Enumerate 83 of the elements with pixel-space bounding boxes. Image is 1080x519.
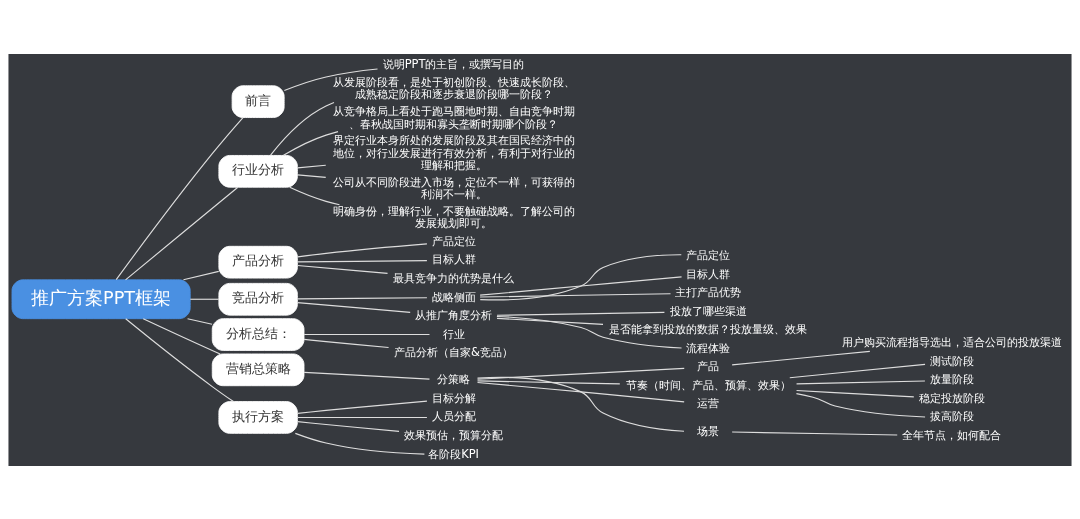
- node-text: 投放了哪些渠道: [669, 303, 747, 318]
- node-box: 执行方案: [218, 400, 298, 434]
- node-box: 前言: [231, 84, 285, 118]
- node-text: 从推广角度分析: [415, 307, 493, 322]
- connector: [189, 298, 220, 300]
- connector: [289, 186, 341, 205]
- connector: [476, 376, 685, 432]
- connector: [283, 67, 379, 91]
- connector: [282, 130, 339, 156]
- connector: [182, 270, 220, 280]
- connector: [731, 350, 871, 365]
- node-text: 测试阶段: [929, 353, 974, 368]
- connector: [296, 259, 428, 262]
- node-text: 效果预估，预算分配: [404, 427, 504, 442]
- node-text: 明确身份，理解行业，不要触碰战略。了解公司的发展规划即可。: [332, 203, 575, 230]
- connector: [294, 432, 425, 455]
- connector: [297, 420, 400, 432]
- connector: [476, 379, 621, 384]
- node-text: 流程体验: [686, 340, 731, 355]
- connector: [476, 381, 685, 402]
- connector: [296, 164, 327, 168]
- node-text: 主打产品优势: [675, 284, 742, 299]
- node-text: 拔高阶段: [929, 408, 974, 423]
- connector: [496, 317, 604, 325]
- connector: [296, 301, 411, 313]
- connector: [479, 275, 683, 296]
- node-box: 推广方案PPT框架: [11, 278, 191, 319]
- connector: [731, 430, 898, 436]
- node-text: 从发展阶段看，是处于初创阶段、快速成长阶段、成熟稳定阶段和逐步衰退阶段哪一阶段？: [332, 74, 575, 101]
- node-text: 产品分析（自家&竞品）: [394, 344, 514, 359]
- node-text: 节奏（时间、产品、预算、效果）: [625, 377, 791, 392]
- connector: [187, 317, 213, 325]
- node-text: 行业: [442, 326, 465, 341]
- node-box: 分析总结：: [211, 317, 305, 351]
- node-text: 说明PPT的主旨，或撰写目的: [382, 56, 525, 71]
- node-box: 营销总策略: [211, 353, 305, 386]
- connector: [297, 400, 428, 414]
- connector: [479, 292, 672, 298]
- node-text: 从竞争格局上看处于跑马圈地时期、自由竞争时期、春秋战国时期和寡头垄断时期哪个阶段？: [332, 103, 575, 131]
- node-text: 产品定位: [431, 233, 476, 248]
- connector: [296, 264, 389, 274]
- node-text: 产品: [697, 358, 720, 373]
- node-box: 产品分析: [218, 245, 298, 279]
- node-text: 产品定位: [686, 247, 731, 262]
- node-text: 目标分解: [431, 390, 476, 405]
- connector: [303, 333, 431, 335]
- connector: [142, 317, 221, 354]
- node-text: 运营: [697, 395, 720, 410]
- node-text: 最具竞争力的优势是什么: [393, 270, 515, 285]
- connector: [270, 101, 335, 156]
- node-text: 目标人群: [431, 251, 476, 266]
- node-text: 用户购买流程指导选出，适合公司的投放渠道: [841, 334, 1062, 349]
- node-text: 场景: [697, 423, 720, 438]
- node-text: 各阶段KPI: [428, 446, 479, 461]
- node-text: 是否能拿到投放的数据？投放量级、效果: [609, 321, 808, 336]
- node-text: 放量阶段: [929, 371, 974, 386]
- node-text: 目标人群: [686, 266, 731, 281]
- connector: [297, 242, 428, 257]
- connector: [496, 315, 683, 349]
- connector: [476, 367, 685, 380]
- connector: [296, 296, 428, 299]
- node-text: 稳定投放阶段: [918, 390, 985, 405]
- node-box: 竞品分析: [218, 282, 298, 316]
- connector: [296, 416, 428, 418]
- node-text: 分策略: [437, 371, 471, 386]
- connector: [115, 116, 244, 280]
- connector: [125, 317, 234, 402]
- connector: [125, 186, 239, 280]
- connector: [479, 253, 682, 300]
- node-text: 界定行业本身所处的发展阶段及其在国民经济中的地位，对行业发展进行有效分析，有利于对行业的理解和把握。: [332, 132, 575, 172]
- connector: [303, 338, 390, 348]
- connector: [303, 371, 431, 380]
- connector: [296, 173, 327, 178]
- connector: [796, 389, 915, 397]
- node-text: 战略侧面: [431, 288, 476, 303]
- node-text: 人员分配: [431, 408, 476, 423]
- connector: [789, 363, 926, 378]
- connector: [795, 392, 926, 418]
- connector: [796, 379, 926, 384]
- node-box: 行业分析: [218, 154, 298, 188]
- connector: [496, 311, 665, 316]
- node-text: 公司从不同阶段进入市场，定位不一样，可获得的利润不一样。: [332, 174, 575, 201]
- node-text: 全年节点，如何配合: [902, 427, 1002, 442]
